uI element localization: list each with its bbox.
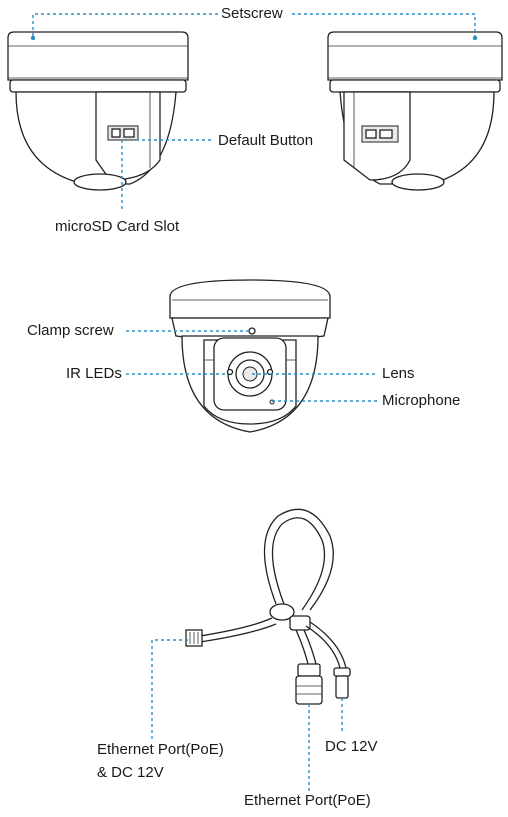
label-ethernet-poe: Ethernet Port(PoE) (244, 792, 371, 809)
label-default-button: Default Button (218, 132, 314, 149)
label-ir-leds: IR LEDs (66, 365, 122, 382)
label-lens: Lens (382, 365, 415, 382)
label-setscrew: Setscrew (221, 5, 283, 22)
camera-side-view-left (7, 31, 189, 191)
label-microsd-card-slot: microSD Card Slot (55, 218, 180, 235)
camera-front-view (169, 279, 331, 433)
label-dc-12v: DC 12V (325, 738, 378, 755)
label-microphone: Microphone (382, 392, 461, 409)
label-clamp-screw: Clamp screw (27, 322, 114, 339)
label-ethernet-poe-dc-line1: Ethernet Port(PoE) (97, 741, 224, 758)
cable-assembly (185, 508, 351, 705)
leader-lines (32, 13, 476, 794)
camera-side-view-right (327, 31, 503, 191)
label-ethernet-poe-dc-line2: & DC 12V (97, 764, 164, 781)
